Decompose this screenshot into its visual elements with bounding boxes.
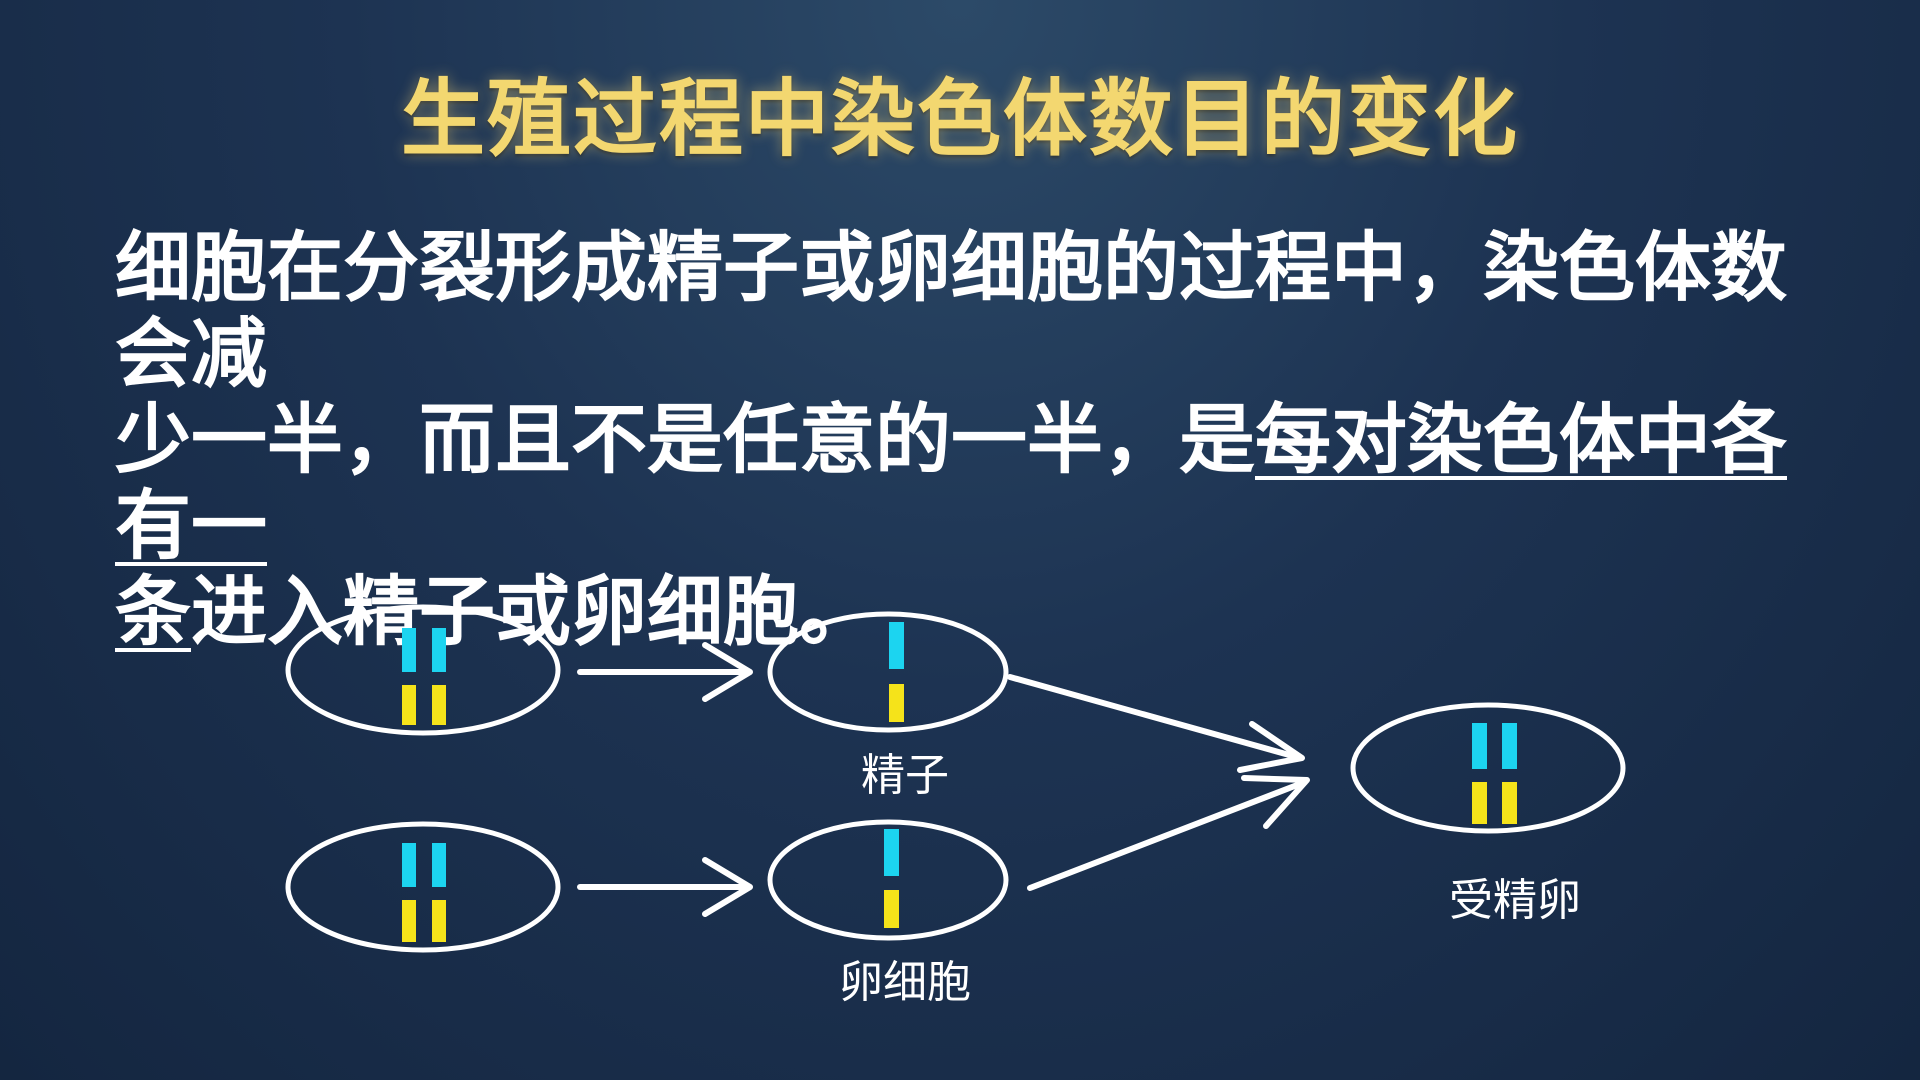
chromosome-a <box>402 628 416 672</box>
chromosome-b <box>1472 782 1487 824</box>
chromosome-a <box>432 628 446 672</box>
arrow-top <box>577 642 753 702</box>
arrow-bottom <box>577 857 753 917</box>
sperm-cell <box>767 611 1009 733</box>
chromosome-a <box>432 843 446 887</box>
parent-cell-bottom <box>285 821 561 953</box>
arrow-sperm-to-zygote <box>1007 674 1305 773</box>
chromosome-b <box>432 685 446 725</box>
parent-cell-top <box>285 604 561 736</box>
chromosome-b <box>1502 782 1517 824</box>
chromosome-a <box>1472 723 1487 769</box>
chromosome-b <box>889 684 904 722</box>
body-line-3-underlined: 条 <box>115 567 191 656</box>
body-line-2-plain: 少一半，而且不是任意的一半，是 <box>115 395 1255 484</box>
label-egg: 卵细胞 <box>839 957 971 1008</box>
label-sperm: 精子 <box>861 750 949 801</box>
chromosome-b <box>884 890 899 928</box>
label-zygote: 受精卵 <box>1449 875 1581 926</box>
cell-outline <box>285 821 561 953</box>
body-line-2-underlined: 每对染色体中各有一 <box>115 395 1787 570</box>
cell-outline <box>285 604 561 736</box>
chromosome-a <box>402 843 416 887</box>
slide-title: 生殖过程中染色体数目的变化 <box>400 70 1519 168</box>
chromosome-b <box>402 685 416 725</box>
cell-outline <box>767 819 1009 941</box>
body-line-1: 细胞在分裂形成精子或卵细胞的过程中，染色体数会减 <box>115 223 1787 398</box>
chromosome-a <box>889 622 904 669</box>
cell-outline <box>767 611 1009 733</box>
zygote-cell <box>1350 702 1626 834</box>
egg-cell <box>767 819 1009 941</box>
cell-outline <box>1350 702 1626 834</box>
chromosome-b <box>432 900 446 942</box>
chromosome-a <box>884 829 899 876</box>
chromosome-b <box>402 900 416 942</box>
arrow-egg-to-zygote <box>1027 775 1310 891</box>
chromosome-a <box>1502 723 1517 769</box>
